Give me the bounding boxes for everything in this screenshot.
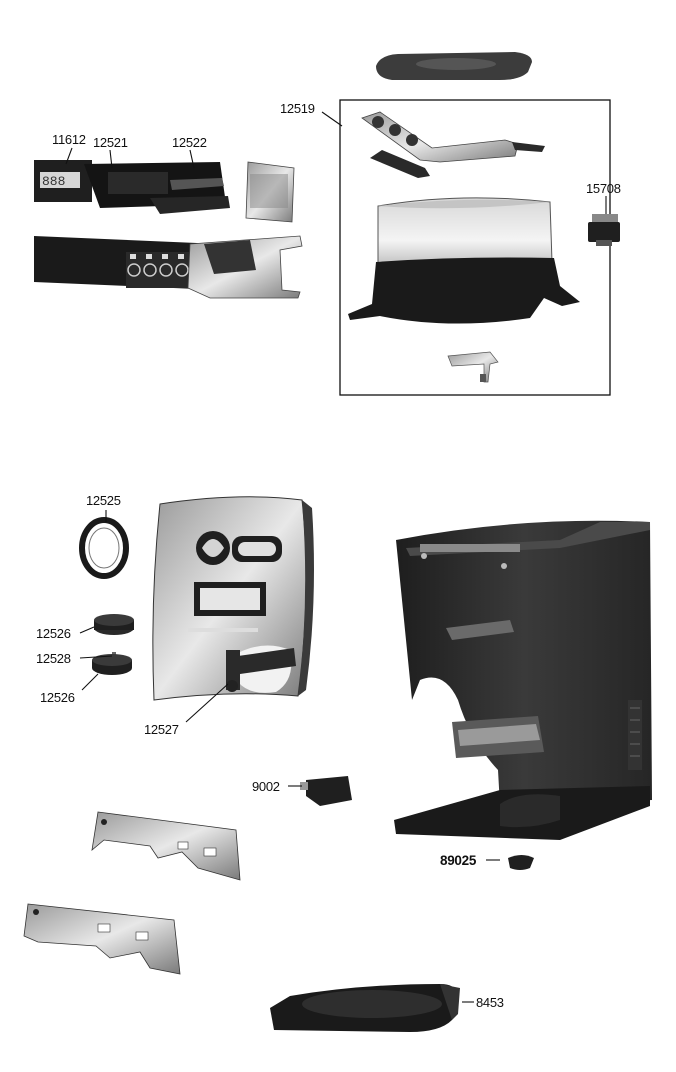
callout-89025: 89025 [440,853,477,868]
keypad-board-part [34,236,220,290]
hopper-bracket-part [361,111,545,178]
display-frame-part [84,162,226,208]
callout-12528: 12528 [36,651,71,666]
svg-text:888: 888 [42,174,65,189]
foot-part-89025 [508,855,534,870]
knob-part-12526-upper [94,614,134,635]
drip-tray-part-8453 [270,984,460,1032]
callout-12527: 12527 [144,722,179,737]
front-panel-part-12527 [152,496,314,701]
panel-bracket-part [150,196,230,214]
ring-part-12525 [79,517,129,579]
callout-labels: 11612 12521 12522 12519 15708 12525 1252… [36,101,621,1010]
side-bracket-part-upper [91,811,241,881]
callout-12526-upper: 12526 [36,626,71,641]
hopper-clip-part [447,351,499,383]
callout-12522: 12522 [172,135,207,150]
machine-housing-part [394,520,652,840]
callout-12525: 12525 [86,493,121,508]
callout-11612: 11612 [52,132,86,147]
callout-12526-lower: 12526 [40,690,75,705]
keypad-frame-part [187,235,303,299]
callout-9002: 9002 [252,779,280,794]
callout-8453: 8453 [476,995,504,1010]
hopper-group-frame [339,99,611,396]
callout-15708: 15708 [586,181,621,196]
display-board-part: 888 [34,160,92,202]
bean-hopper-part [348,197,580,324]
callout-12521: 12521 [93,135,128,150]
hopper-lid-part [376,52,532,80]
cover-plate-part [245,161,295,223]
callout-12519: 12519 [280,101,315,116]
side-bracket-part-lower [23,903,181,975]
leader-lines [65,111,607,1003]
microswitch-part-9002 [300,776,352,806]
switch-part-15708 [588,214,620,246]
